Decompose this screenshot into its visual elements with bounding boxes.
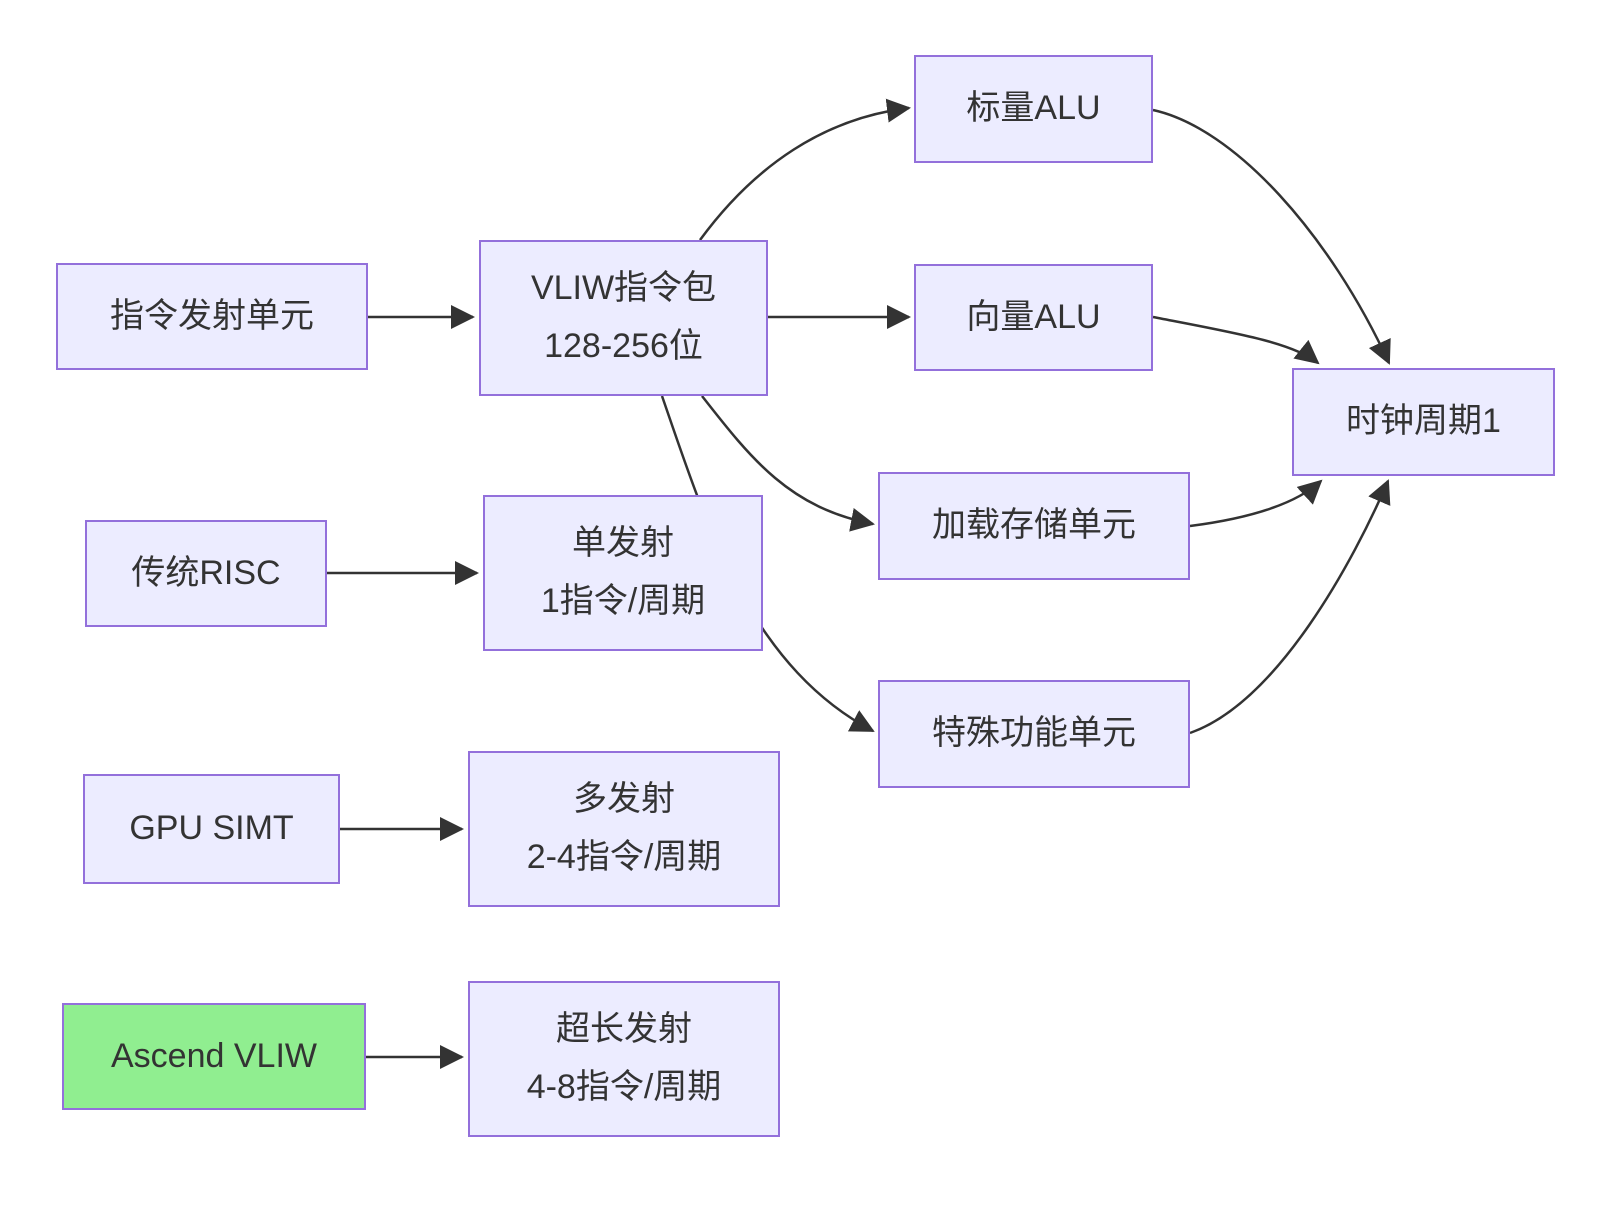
node-clock-cycle: 时钟周期1: [1292, 368, 1555, 476]
node-label-line2: 1指令/周期: [540, 582, 706, 620]
edge-vector-alu-to-clock-cycle: [1152, 315, 1320, 365]
edge-vliw-packet-to-scalar-alu: [698, 98, 911, 241]
node-instruction-issue-unit: 指令发射单元: [56, 263, 368, 370]
node-label: 标量ALU: [966, 89, 1101, 128]
node-scalar-alu: 标量ALU: [914, 55, 1153, 163]
node-label-line1: 超长发射: [556, 1010, 692, 1049]
node-label: 加载存储单元: [932, 506, 1136, 545]
node-label: 向量ALU: [966, 297, 1101, 336]
node-label: 传统RISC: [131, 553, 281, 592]
node-label-line1: 单发射: [572, 524, 674, 563]
node-label-line2: 4-8指令/周期: [526, 1068, 722, 1106]
node-vliw-packet: VLIW指令包 128-256位: [479, 240, 768, 396]
node-label: GPU SIMT: [129, 809, 294, 848]
node-load-store-unit: 加载存储单元: [878, 472, 1190, 580]
node-traditional-risc: 传统RISC: [85, 520, 327, 627]
node-label: 指令发射单元: [110, 296, 314, 335]
node-multi-issue: 多发射 2-4指令/周期: [468, 751, 780, 907]
node-label: 时钟周期1: [1346, 402, 1501, 441]
node-gpu-simt: GPU SIMT: [83, 774, 340, 884]
node-label-line2: 128-256位: [544, 327, 703, 365]
node-label-line1: 多发射: [573, 780, 675, 819]
edge-special-function-unit-to-clock-cycle: [1189, 479, 1391, 735]
node-special-function-unit: 特殊功能单元: [878, 680, 1190, 788]
node-ascend-vliw: Ascend VLIW: [62, 1003, 366, 1110]
node-label-line1: VLIW指令包: [530, 269, 717, 308]
node-single-issue: 单发射 1指令/周期: [483, 495, 763, 651]
edge-vliw-packet-to-load-store-unit: [701, 395, 875, 532]
node-very-long-issue: 超长发射 4-8指令/周期: [468, 981, 780, 1137]
node-label-line2: 2-4指令/周期: [526, 838, 722, 876]
node-label: Ascend VLIW: [111, 1036, 317, 1075]
edge-scalar-alu-to-clock-cycle: [1152, 108, 1391, 365]
edge-load-store-unit-to-clock-cycle: [1189, 479, 1323, 528]
node-label: 特殊功能单元: [932, 714, 1136, 753]
node-vector-alu: 向量ALU: [914, 264, 1153, 371]
